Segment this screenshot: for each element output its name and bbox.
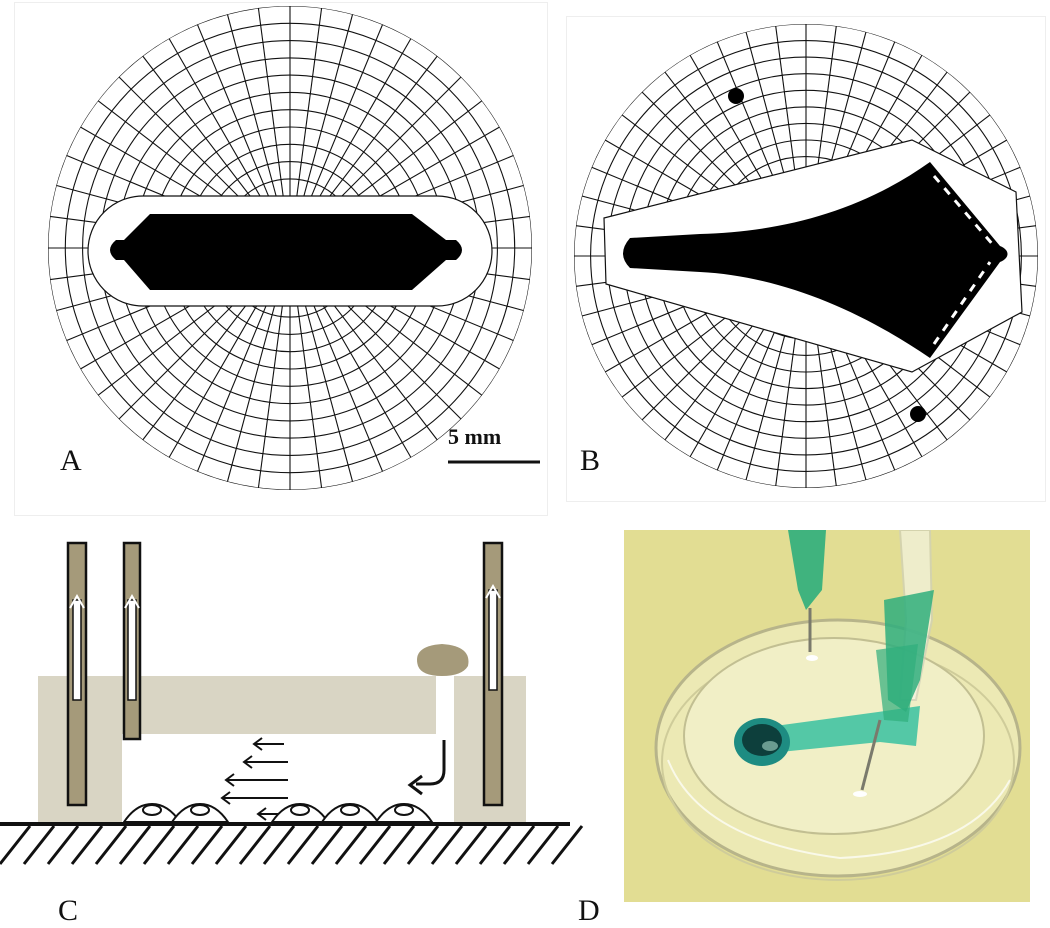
grid-spoke <box>304 38 412 224</box>
grid-spoke <box>293 8 323 220</box>
panel-a-channel-region <box>87 195 493 307</box>
inlet-droplet <box>417 644 469 676</box>
grid-spoke <box>300 24 384 222</box>
hatch-line <box>262 825 296 865</box>
grid-spoke <box>300 274 384 472</box>
needle-right <box>853 590 934 797</box>
grid-spoke <box>196 274 280 472</box>
grid-spoke <box>196 24 280 222</box>
panel-d-photo <box>624 530 1030 902</box>
hatch-line <box>166 825 200 865</box>
port-dot <box>728 88 744 104</box>
hatch-line <box>358 825 392 865</box>
port-dot <box>910 406 926 422</box>
grid-spoke <box>257 276 287 488</box>
panel-a-channel <box>110 214 462 290</box>
hatch-line <box>406 825 440 865</box>
hatch-line <box>190 825 224 865</box>
hatch-line <box>70 825 104 865</box>
panel-label-d: D <box>578 894 600 927</box>
panel-label-a: A <box>60 444 82 477</box>
hatch-line <box>382 825 416 865</box>
hatch-line <box>238 825 272 865</box>
cell-nucleus <box>190 804 210 816</box>
panel-c-schematic <box>0 541 584 865</box>
panel-label-b: B <box>580 444 601 477</box>
panel-b-channel <box>623 162 1008 358</box>
hatch-line <box>454 825 488 865</box>
grid-spoke <box>226 14 284 221</box>
grid-spoke <box>293 276 323 488</box>
dye-channel <box>760 706 920 752</box>
hatch-line <box>46 825 80 865</box>
tube <box>122 541 142 741</box>
cell-nucleus <box>394 804 414 816</box>
panel-b-frame <box>566 16 1046 502</box>
panel-label-c: C <box>58 894 79 927</box>
cell-nucleus <box>142 804 162 816</box>
hatch-line <box>430 825 464 865</box>
grid-spoke <box>296 275 354 482</box>
hatch-line <box>94 825 128 865</box>
hatch-line <box>142 825 176 865</box>
hatch-line <box>22 825 56 865</box>
tube <box>482 541 504 807</box>
hatch-line <box>502 825 536 865</box>
hatch-line <box>550 825 584 865</box>
hatch-line <box>334 825 368 865</box>
hatch-line <box>214 825 248 865</box>
hatch-line <box>478 825 512 865</box>
hatch-line <box>310 825 344 865</box>
tube <box>66 541 88 807</box>
scale-bar-label: 5 mm <box>448 424 502 449</box>
panel-b-channel-region <box>603 88 1023 422</box>
cell-nucleus <box>290 804 310 816</box>
hatch-line <box>526 825 560 865</box>
grid-spoke <box>257 8 287 220</box>
needle-left <box>788 530 826 661</box>
hatch-line <box>286 825 320 865</box>
hatch-line <box>118 825 152 865</box>
hatch-line <box>0 825 32 865</box>
panel-a-frame <box>14 2 548 516</box>
grid-spoke <box>226 275 284 482</box>
grid-spoke <box>296 14 354 221</box>
cell-nucleus <box>340 804 360 816</box>
grid-spoke <box>168 38 276 224</box>
